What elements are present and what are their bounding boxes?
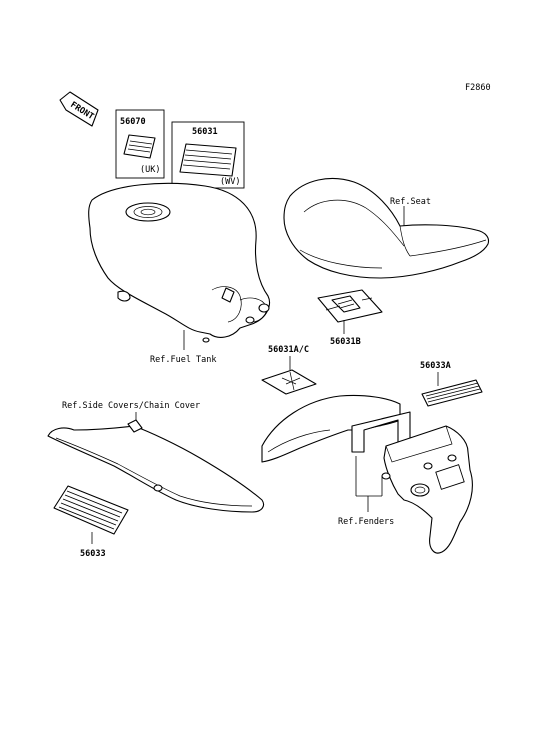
sticker-56070-icon [123,134,156,159]
label-56033a-sticker [421,379,483,407]
rear-fender-drawing [381,425,473,554]
region-note-uk: (UK) [140,165,160,175]
part-code-56033: 56033 [80,549,106,559]
part-code-56031b: 56031B [330,337,361,347]
ref-fenders: Ref.Fenders [338,517,394,527]
fuel-tank-drawing [88,182,270,350]
label-56070-box: 56070 (UK) [115,109,165,179]
ref-fuel-tank: Ref.Fuel Tank [150,355,217,365]
sticker-56031-icon [179,143,237,177]
seat-drawing [283,177,490,279]
label-56031ac-sticker [261,369,317,395]
side-cover-drawing [47,419,265,513]
region-note-wv: (WV) [220,177,240,187]
part-code-56070: 56070 [120,117,146,127]
fenders-leader [355,456,383,512]
label-56031b-sticker [317,289,383,334]
label-56033-sticker [53,485,129,544]
part-code-56031: 56031 [192,127,218,137]
figure-code: F2860 [465,83,491,93]
ref-side-covers: Ref.Side Covers/Chain Cover [62,401,200,411]
label-56031-box: 56031 (WV) [171,121,245,189]
ref-seat: Ref.Seat [390,197,431,207]
part-code-56031ac: 56031A/C [268,345,309,355]
part-code-56033a: 56033A [420,361,451,371]
front-fender-drawing [261,394,411,463]
front-arrow-icon: FRONT [59,91,99,127]
